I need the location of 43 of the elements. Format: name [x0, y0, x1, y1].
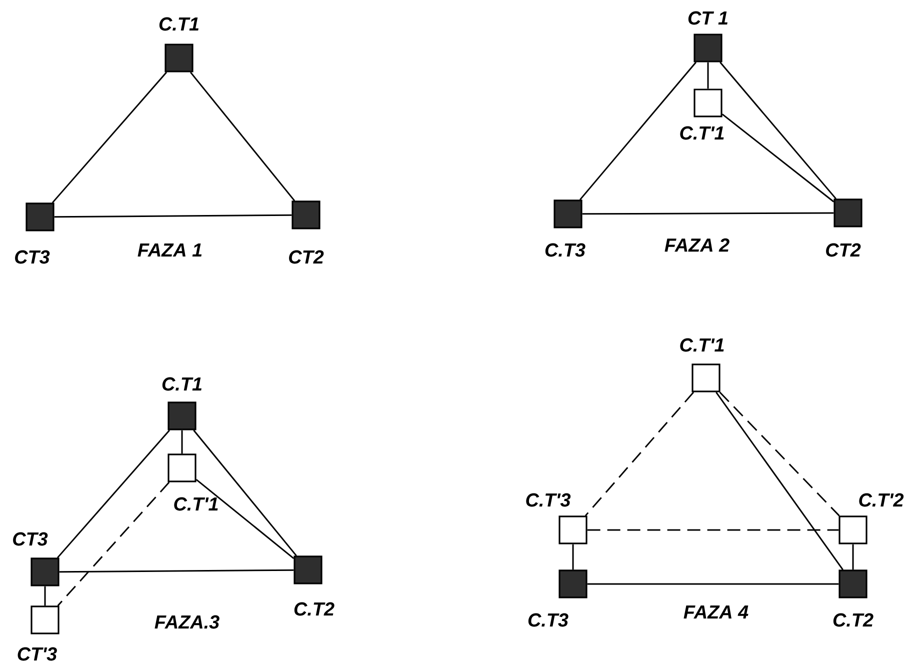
- station-label: C.T'1: [174, 497, 218, 511]
- phase-label: FAZA 2: [664, 238, 730, 252]
- station-label: C.T2: [294, 602, 334, 616]
- station-label: C.T'2: [859, 493, 904, 507]
- phase-label: FAZA.3: [154, 615, 220, 629]
- connection-line: [59, 569, 294, 573]
- connection-line: [56, 430, 170, 558]
- connection-line: [716, 392, 844, 570]
- station-label: C.T2: [833, 613, 874, 627]
- connection-line: [181, 430, 183, 454]
- connection-line: [190, 72, 296, 202]
- station-label: C.T'1: [680, 338, 724, 352]
- connection-line: [852, 544, 854, 570]
- connection-line: [587, 583, 839, 585]
- dashed-line: [584, 392, 694, 516]
- station-label: C.T'3: [526, 493, 571, 507]
- station-label: CT2: [289, 250, 324, 264]
- station-label: CT3: [13, 532, 48, 546]
- station-label: C.T1: [159, 17, 198, 31]
- station-label: C.T'1: [680, 126, 724, 140]
- connection-line: [582, 212, 834, 215]
- station-label: CT3: [15, 250, 50, 264]
- connection-line: [572, 544, 574, 570]
- station-label: CT2: [826, 243, 861, 257]
- station-label: C.T1: [162, 377, 202, 391]
- dashed-line: [719, 392, 840, 516]
- connection-line: [196, 478, 294, 559]
- station-label: C.T3: [545, 243, 586, 257]
- station-label: CT 1: [688, 11, 728, 25]
- connection-line: [52, 72, 168, 204]
- connection-line: [722, 114, 834, 202]
- phase-label: FAZA 4: [684, 605, 748, 618]
- connection-line: [54, 214, 292, 218]
- dashed-line: [587, 529, 839, 531]
- phase-label: FAZA 1: [138, 243, 202, 256]
- dashed-line: [57, 482, 170, 606]
- connection-line: [193, 430, 297, 556]
- station-label: CT'3: [18, 647, 57, 661]
- station-label: C.T3: [528, 613, 568, 627]
- connection-line: [720, 62, 836, 200]
- connection-line: [707, 62, 709, 89]
- connection-line: [579, 62, 697, 200]
- connection-line: [44, 586, 46, 606]
